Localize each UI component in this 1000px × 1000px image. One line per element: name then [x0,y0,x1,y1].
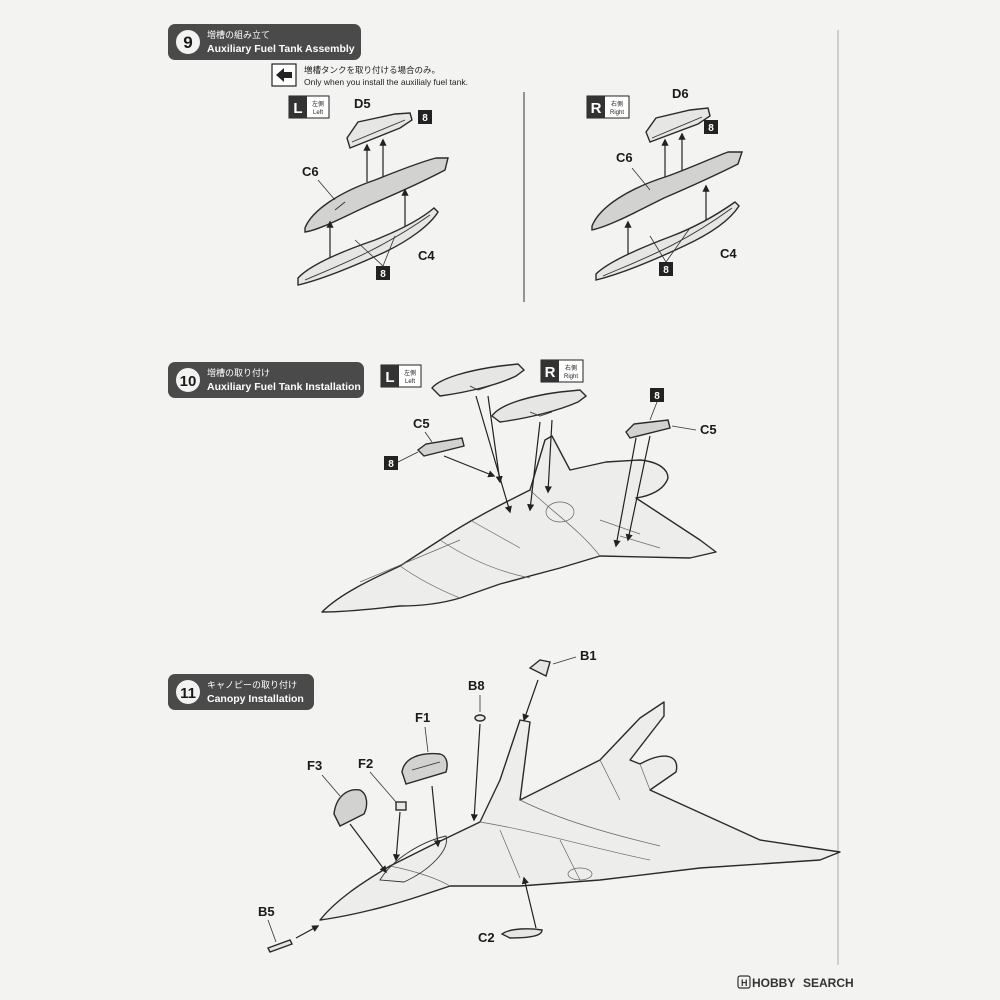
label-d5: D5 [354,96,371,111]
label-c5-right: C5 [700,422,717,437]
arrow-icon [276,68,292,82]
svg-text:8: 8 [654,391,660,402]
label-c4: C4 [418,248,435,263]
part-b5 [267,939,293,953]
hobby-search-logo-icon [737,975,751,989]
label-c2: C2 [478,930,495,945]
step-9-right-assembly: R 右側 Right D6 8 C6 C4 8 [586,86,743,281]
part-f1 [401,752,448,785]
right-letter: R [591,100,602,117]
watermark: H HOBBY SEARCH [737,975,854,990]
part-c4 [297,207,439,286]
step-9-number: 9 [183,33,192,52]
svg-text:L: L [385,369,394,386]
step-11-title-jp: キャノピーの取り付け [207,680,297,690]
step-11-header: 11 キャノピーの取り付け Canopy Installation [168,674,314,710]
tank-left [431,363,526,397]
glue-badge-c5-right: 8 [650,388,664,402]
left-side-badge-10: L 左側 Left [380,364,422,388]
tank-right [491,389,588,423]
left-en: Left [313,110,323,116]
right-en: Right [610,110,624,116]
step-9-header: 9 増槽の組み立て Auxiliary Fuel Tank Assembly [168,24,361,60]
right-side-badge-10: R 右側 Right [540,359,584,383]
aircraft-topside-11 [319,701,841,921]
step-10-title-jp: 増槽の取り付け [207,367,270,378]
part-f3 [333,789,368,827]
svg-text:右側: 右側 [565,364,577,372]
label-f3: F3 [307,758,322,773]
note-jp: 増槽タンクを取り付ける場合のみ。 [304,65,440,75]
step-10-title-en: Auxiliary Fuel Tank Installation [207,381,361,393]
svg-text:8: 8 [380,269,386,280]
label-f2: F2 [358,756,373,771]
step-10-header: 10 増槽の取り付け Auxiliary Fuel Tank Installat… [168,362,364,398]
step-9-title-en: Auxiliary Fuel Tank Assembly [207,43,355,55]
label-c6: C6 [302,164,319,179]
glue-badge-d5: 8 [418,110,432,124]
step-11-number: 11 [180,685,196,702]
watermark-brand: HOBBY [752,976,795,990]
part-c6 [304,157,449,233]
cockpit-opening [379,835,447,883]
aircraft-underside-10 [321,435,717,613]
wheel-bay [567,867,593,881]
landing-gear-bay [545,501,575,523]
svg-text:H: H [741,978,748,988]
svg-text:8: 8 [708,123,714,134]
watermark-suffix: SEARCH [803,976,854,990]
step-11-title-en: Canopy Installation [207,693,304,705]
left-letter: L [293,100,302,117]
note-en: Only when you install the auxilialy fuel… [304,77,468,87]
label-b1: B1 [580,648,597,663]
step-9-left-assembly: L 左側 Left D5 8 C6 C4 8 [288,95,449,286]
glue-badge-c5-left: 8 [384,456,398,470]
part-b1 [528,659,551,678]
left-jp: 左側 [312,100,324,108]
label-b5: B5 [258,904,275,919]
part-c2 [500,928,543,939]
right-jp: 右側 [611,100,623,108]
svg-text:左側: 左側 [404,369,416,377]
label-c6-right: C6 [616,150,633,165]
step-10-installation: L 左側 Left R 右側 Right C5 8 C5 [321,359,717,613]
svg-text:R: R [545,364,556,381]
part-c4-right [595,201,740,281]
label-b8: B8 [468,678,485,693]
svg-text:8: 8 [422,113,428,124]
part-f2 [395,801,407,811]
svg-text:Left: Left [405,379,415,385]
left-side-badge: L 左側 Left [288,95,330,119]
step-9-title-jp: 増槽の組み立て [207,29,270,40]
svg-text:8: 8 [388,459,394,470]
part-b8 [474,714,486,722]
step-10-number: 10 [180,373,197,390]
right-side-badge: R 右側 Right [586,95,630,119]
label-d6: D6 [672,86,689,101]
label-c5-left: C5 [413,416,430,431]
part-c5-right [625,419,671,439]
step-11-canopy: B1 B8 F1 F2 F3 B5 C2 [258,648,841,953]
tank-note: 増槽タンクを取り付ける場合のみ。 Only when you install t… [271,63,468,87]
glue-badge-c4-right: 8 [659,262,673,276]
label-f1: F1 [415,710,430,725]
part-c5-left [416,437,465,457]
svg-text:8: 8 [663,265,669,276]
glue-badge-d6: 8 [704,120,718,134]
svg-text:Right: Right [564,374,578,380]
glue-badge-c4: 8 [376,266,390,280]
label-c4-right: C4 [720,246,737,261]
part-c6-right [591,151,743,231]
